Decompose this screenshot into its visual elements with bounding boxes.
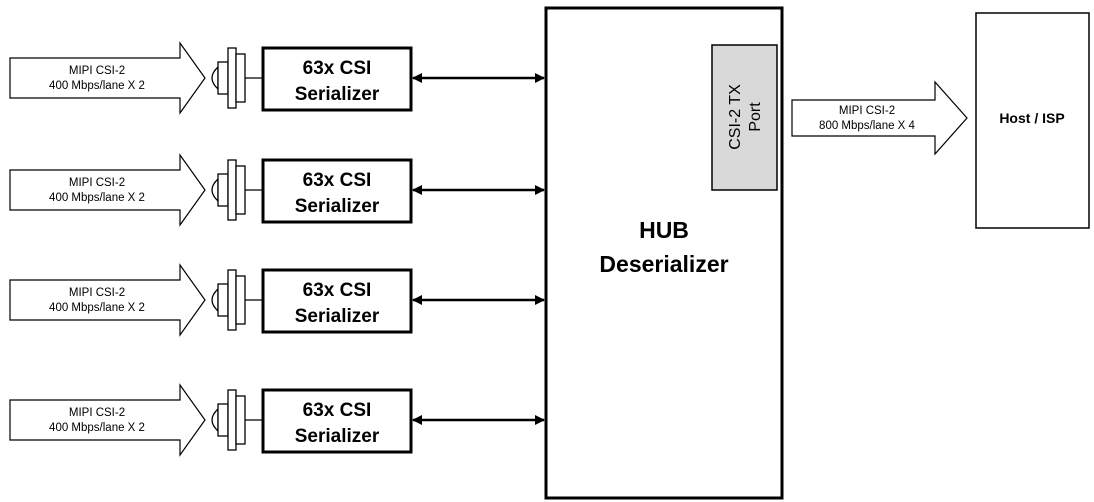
serializer-box-1 — [261, 46, 413, 112]
host-label: Host / ISP — [999, 110, 1064, 126]
serializer-box-3 — [261, 268, 413, 334]
input-arrow-2 — [9, 153, 206, 227]
input-arrow-4 — [9, 383, 206, 457]
sensor-row-4: MIPI CSI-2 400 Mbps/lane X 2 63x CSI Ser… — [9, 383, 545, 457]
output-label-line2: 800 Mbps/lane X 4 — [819, 120, 916, 132]
input-label-line2: 400 Mbps/lane X 2 — [49, 192, 145, 204]
serializer-label-line1: 63x CSI — [303, 58, 372, 79]
serializer-label-line2: Serializer — [295, 84, 380, 105]
input-label-line1: MIPI CSI-2 — [69, 287, 125, 299]
camera-lens-icon — [211, 159, 263, 221]
serializer-label-line1: 63x CSI — [303, 280, 372, 301]
output-arrow — [791, 80, 968, 156]
hub-label-line1: HUB — [639, 217, 689, 243]
serializer-label-line2: Serializer — [295, 306, 380, 327]
sensor-row-3: MIPI CSI-2 400 Mbps/lane X 2 63x CSI Ser… — [9, 263, 545, 337]
serializer-box-4 — [261, 388, 413, 454]
csi2-tx-port-box — [711, 44, 778, 191]
host-isp-box — [975, 12, 1090, 229]
serializer-box-2 — [261, 158, 413, 224]
tx-port-label-line2: Port — [747, 102, 764, 132]
input-label-line2: 400 Mbps/lane X 2 — [49, 80, 145, 92]
serializer-label-line2: Serializer — [295, 196, 380, 217]
tx-port-label-line1: CSI-2 TX — [727, 84, 744, 150]
input-arrow-1 — [9, 41, 206, 115]
input-label-line1: MIPI CSI-2 — [69, 407, 125, 419]
input-label-line2: 400 Mbps/lane X 2 — [49, 422, 145, 434]
input-label-line1: MIPI CSI-2 — [69, 177, 125, 189]
serializer-label-line1: 63x CSI — [303, 170, 372, 191]
input-arrow-3 — [9, 263, 206, 337]
hub-label-line2: Deserializer — [599, 251, 728, 277]
input-label-line1: MIPI CSI-2 — [69, 65, 125, 77]
serializer-label-line2: Serializer — [295, 426, 380, 447]
serializer-label-line1: 63x CSI — [303, 400, 372, 421]
sensor-row-1: MIPI CSI-2 400 Mbps/lane X 2 63x CSI Ser… — [9, 41, 545, 115]
input-label-line2: 400 Mbps/lane X 2 — [49, 302, 145, 314]
camera-lens-icon — [211, 47, 263, 109]
camera-lens-icon — [211, 269, 263, 331]
camera-lens-icon — [211, 389, 263, 451]
output-label-line1: MIPI CSI-2 — [839, 105, 895, 117]
sensor-row-2: MIPI CSI-2 400 Mbps/lane X 2 63x CSI Ser… — [9, 153, 545, 227]
